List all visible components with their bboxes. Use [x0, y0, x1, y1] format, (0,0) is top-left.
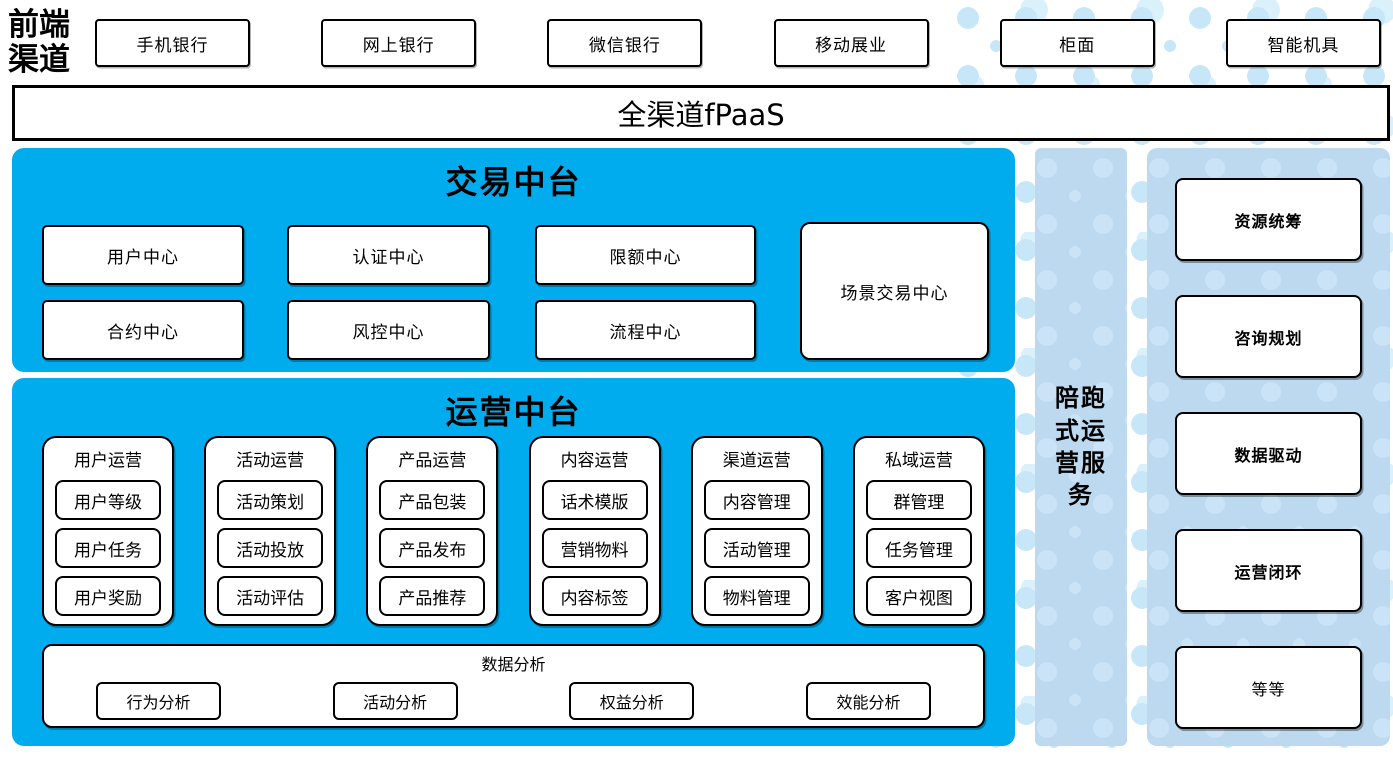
ops-item: 营销物料 — [541, 528, 648, 568]
ops-item: 用户任务 — [55, 528, 161, 568]
risk-center-box: 风控中心 — [287, 300, 490, 360]
consulting-planning-box: 咨询规划 — [1175, 295, 1362, 378]
channel-box-wechat-banking: 微信银行 — [547, 19, 703, 67]
ops-column-product: 产品运营 产品包装 产品发布 产品推荐 — [366, 436, 499, 626]
ops-item: 内容标签 — [541, 576, 648, 616]
ops-column-content: 内容运营 话术模版 营销物料 内容标签 — [528, 436, 661, 626]
activity-analysis-box: 活动分析 — [332, 682, 458, 720]
ops-item: 产品推荐 — [379, 576, 486, 616]
scene-transaction-center-box: 场景交易中心 — [800, 222, 989, 360]
transaction-platform-panel: 交易中台 用户中心 认证中心 限额中心 合约中心 风控中心 流程中心 场景交易中… — [12, 148, 1015, 372]
data-analysis-row: 行为分析 活动分析 权益分析 效能分析 — [44, 682, 983, 720]
resource-coordination-box: 资源统筹 — [1175, 178, 1362, 261]
channel-box-mobile-outreach: 移动展业 — [773, 19, 929, 67]
etc-box: 等等 — [1175, 646, 1362, 729]
ops-item: 用户等级 — [55, 480, 161, 520]
user-center-box: 用户中心 — [42, 225, 244, 285]
operation-platform-panel: 运营中台 用户运营 用户等级 用户任务 用户奖励 活动运营 活动策划 活动投放 … — [12, 378, 1015, 746]
ops-item: 客户视图 — [865, 576, 972, 616]
ops-column-private-domain: 私域运营 群管理 任务管理 客户视图 — [852, 436, 985, 626]
operation-columns-row: 用户运营 用户等级 用户任务 用户奖励 活动运营 活动策划 活动投放 活动评估 … — [42, 436, 985, 628]
channel-box-online-banking: 网上银行 — [321, 19, 477, 67]
transaction-platform-title: 交易中台 — [445, 163, 582, 201]
behavior-analysis-box: 行为分析 — [96, 682, 221, 720]
data-analysis-title: 数据分析 — [481, 655, 546, 674]
front-channels-label: 前端渠道 — [8, 7, 70, 78]
benefit-analysis-box: 权益分析 — [569, 682, 695, 720]
channel-box-mobile-banking: 手机银行 — [95, 19, 250, 67]
ops-column-header: 活动运营 — [236, 450, 305, 471]
data-analysis-container: 数据分析 行为分析 活动分析 权益分析 效能分析 — [42, 644, 985, 728]
ops-item: 话术模版 — [541, 480, 648, 520]
process-center-box: 流程中心 — [535, 300, 756, 360]
data-driven-box: 数据驱动 — [1175, 412, 1362, 495]
ops-column-activity: 活动运营 活动策划 活动投放 活动评估 — [204, 436, 337, 626]
efficiency-analysis-box: 效能分析 — [805, 682, 931, 720]
ops-item: 活动管理 — [703, 528, 810, 568]
ops-item: 内容管理 — [703, 480, 810, 520]
ops-item: 物料管理 — [703, 576, 810, 616]
companion-operation-service-bar: 陪跑式运营服务 — [1035, 148, 1127, 746]
ops-column-header: 用户运营 — [74, 450, 142, 471]
ops-item: 产品发布 — [379, 528, 486, 568]
ops-column-header: 渠道运营 — [722, 450, 791, 471]
auth-center-box: 认证中心 — [287, 225, 490, 285]
operation-platform-title: 运营中台 — [445, 393, 582, 431]
contract-center-box: 合约中心 — [42, 300, 244, 360]
ops-item: 任务管理 — [865, 528, 972, 568]
ops-item: 活动评估 — [217, 576, 324, 616]
service-items-panel: 资源统筹 咨询规划 数据驱动 运营闭环 等等 — [1147, 148, 1390, 746]
ops-column-header: 产品运营 — [398, 450, 467, 471]
ops-item: 群管理 — [865, 480, 972, 520]
ops-item: 活动投放 — [217, 528, 324, 568]
ops-column-user: 用户运营 用户等级 用户任务 用户奖励 — [42, 436, 174, 626]
companion-service-label: 陪跑式运营服务 — [1055, 384, 1107, 510]
ops-column-header: 内容运营 — [560, 450, 629, 471]
operation-loop-box: 运营闭环 — [1175, 529, 1362, 612]
ops-column-channel: 渠道运营 内容管理 活动管理 物料管理 — [690, 436, 823, 626]
limit-center-box: 限额中心 — [535, 225, 756, 285]
omnichannel-fpaas-bar: 全渠道fPaaS — [12, 85, 1390, 141]
ops-item: 活动策划 — [217, 480, 324, 520]
front-channels-row: 手机银行 网上银行 微信银行 移动展业 柜面 智能机具 — [95, 19, 1381, 69]
channel-box-smart-devices: 智能机具 — [1225, 19, 1381, 67]
ops-item: 用户奖励 — [55, 576, 161, 616]
channel-box-counter: 柜面 — [999, 19, 1155, 67]
ops-column-header: 私域运营 — [884, 450, 953, 471]
ops-item: 产品包装 — [379, 480, 486, 520]
